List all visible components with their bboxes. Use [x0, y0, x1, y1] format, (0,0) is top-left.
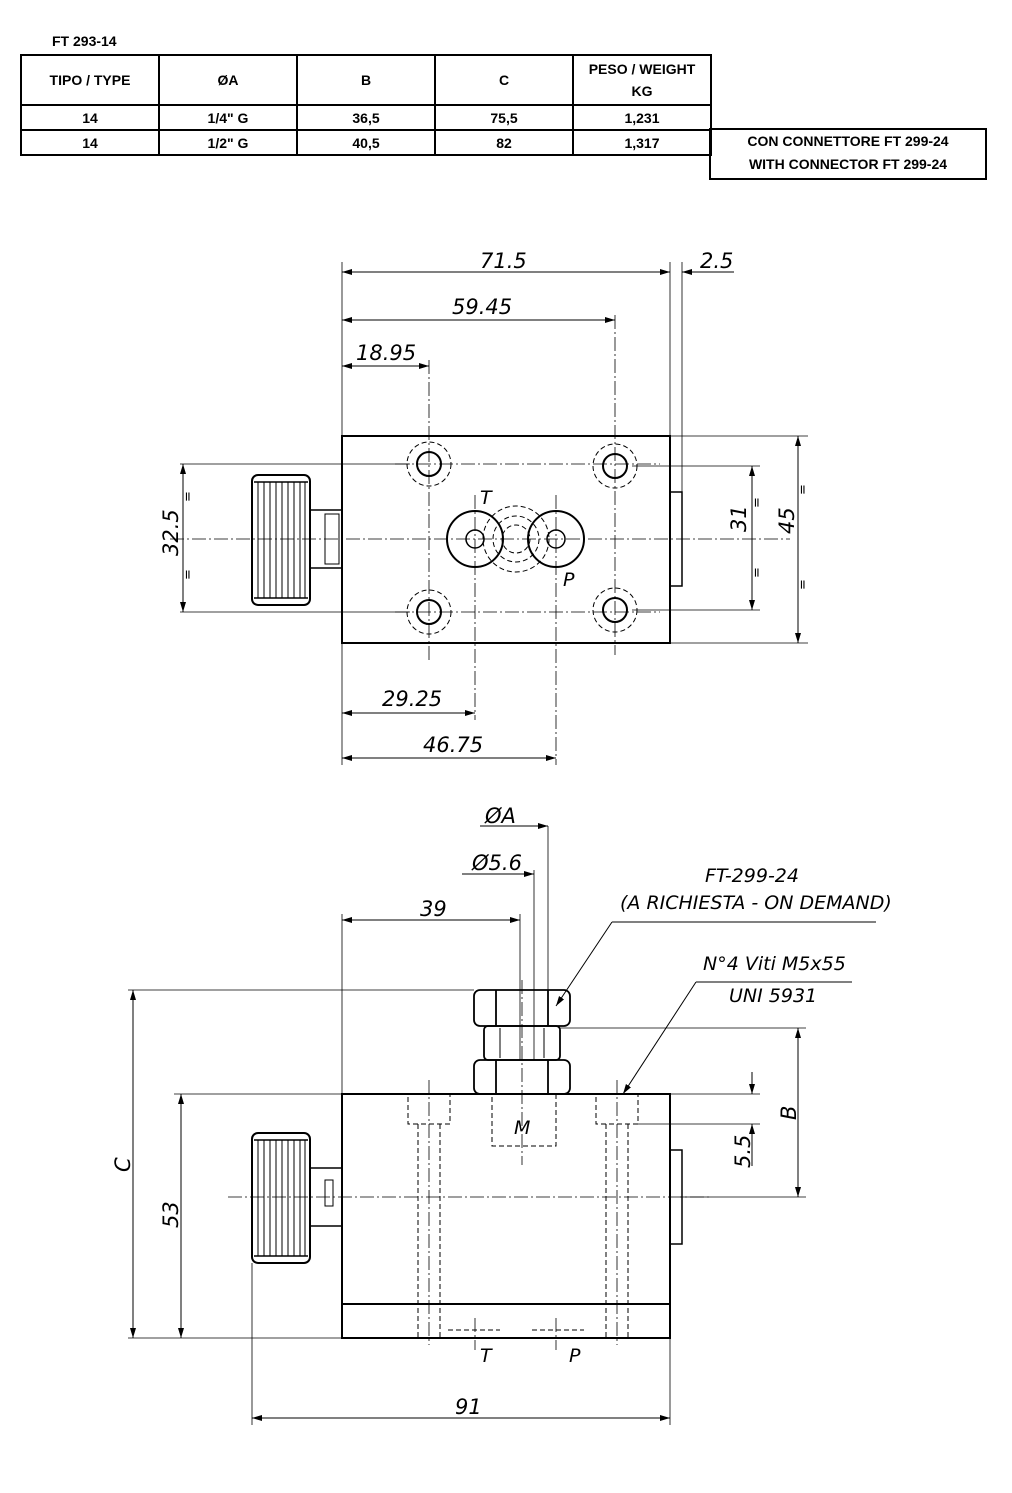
connector-label-line1: FT-299-24 — [705, 865, 799, 887]
dim-46-75: 46.75 — [423, 733, 483, 757]
extension-lines-front — [128, 826, 806, 1425]
equal-mark: = — [181, 491, 196, 502]
dim-91: 91 — [455, 1395, 482, 1419]
dim-c: C — [111, 1157, 135, 1172]
screws-label-line2: UNI 5931 — [729, 985, 817, 1007]
connector-note-line2: WITH CONNECTOR FT 299-24 — [748, 156, 948, 172]
centerlines-front — [228, 980, 710, 1350]
header-type: TIPO / TYPE — [20, 54, 160, 106]
cell-type: 14 — [20, 104, 160, 131]
port-label-p: P — [563, 569, 575, 591]
header-b: B — [296, 54, 436, 106]
header-weight: PESO / WEIGHT KG — [572, 54, 712, 106]
equal-mark: = — [796, 484, 811, 495]
dim-b: B — [777, 1106, 801, 1120]
dim-31: 31 — [727, 505, 751, 532]
cell-c: 82 — [434, 129, 574, 156]
port-label-t-front: T — [480, 1345, 493, 1367]
leader-lines — [555, 921, 876, 1095]
cell-type: 14 — [20, 129, 160, 156]
connector-note: CON CONNETTORE FT 299-24 WITH CONNECTOR … — [709, 128, 987, 180]
drawing-code: FT 293-14 — [52, 33, 117, 49]
cell-c: 75,5 — [434, 104, 574, 131]
connector-note-line1: CON CONNETTORE FT 299-24 — [747, 133, 949, 149]
dim-2-5: 2.5 — [700, 249, 733, 273]
table-header-row: TIPO / TYPE ØA B C PESO / WEIGHT KG — [20, 54, 712, 106]
dim-29-25: 29.25 — [382, 687, 442, 711]
port-label-p-front: P — [569, 1345, 581, 1367]
dim-32-5: 32.5 — [159, 509, 183, 556]
cell-weight: 1,317 — [572, 129, 712, 156]
cell-diameter-a: 1/2" G — [158, 129, 298, 156]
cell-weight: 1,231 — [572, 104, 712, 131]
connector-label-line2: (A RICHIESTA - ON DEMAND) — [620, 892, 892, 914]
cell-b: 36,5 — [296, 104, 436, 131]
centerlines-top — [170, 315, 790, 765]
valve-body-front — [341, 1093, 671, 1339]
equal-mark: = — [750, 497, 765, 508]
equal-mark: = — [796, 579, 811, 590]
dim-diameter-5-6: Ø5.6 — [471, 851, 522, 875]
dim-53: 53 — [159, 1201, 183, 1228]
dim-71-5: 71.5 — [480, 249, 527, 273]
dimension-lines-front — [130, 823, 801, 1421]
front-view — [128, 823, 876, 1425]
dimension-lines-top — [180, 269, 801, 761]
top-view — [170, 262, 808, 765]
dim-18-95: 18.95 — [356, 341, 416, 365]
spec-table: TIPO / TYPE ØA B C PESO / WEIGHT KG 14 1… — [20, 54, 712, 156]
dim-diameter-a: ØA — [484, 804, 516, 828]
dim-59-45: 59.45 — [452, 295, 512, 319]
screws-label-line1: N°4 Viti M5x55 — [703, 953, 846, 975]
dim-5-5: 5.5 — [731, 1135, 755, 1168]
knurled-knob-top — [251, 474, 311, 606]
dim-39: 39 — [420, 897, 447, 921]
knurled-knob-front — [251, 1132, 311, 1264]
port-label-t: T — [480, 487, 493, 509]
cell-b: 40,5 — [296, 129, 436, 156]
cell-diameter-a: 1/4" G — [158, 104, 298, 131]
header-c: C — [434, 54, 574, 106]
dim-45: 45 — [775, 507, 799, 534]
header-diameter-a: ØA — [158, 54, 298, 106]
table-row: 14 1/2" G 40,5 82 1,317 — [20, 129, 712, 156]
table-row: 14 1/4" G 36,5 75,5 1,231 — [20, 104, 712, 131]
port-label-m: M — [514, 1117, 530, 1139]
equal-mark: = — [181, 569, 196, 580]
extension-lines-top — [180, 262, 808, 765]
equal-mark: = — [750, 567, 765, 578]
